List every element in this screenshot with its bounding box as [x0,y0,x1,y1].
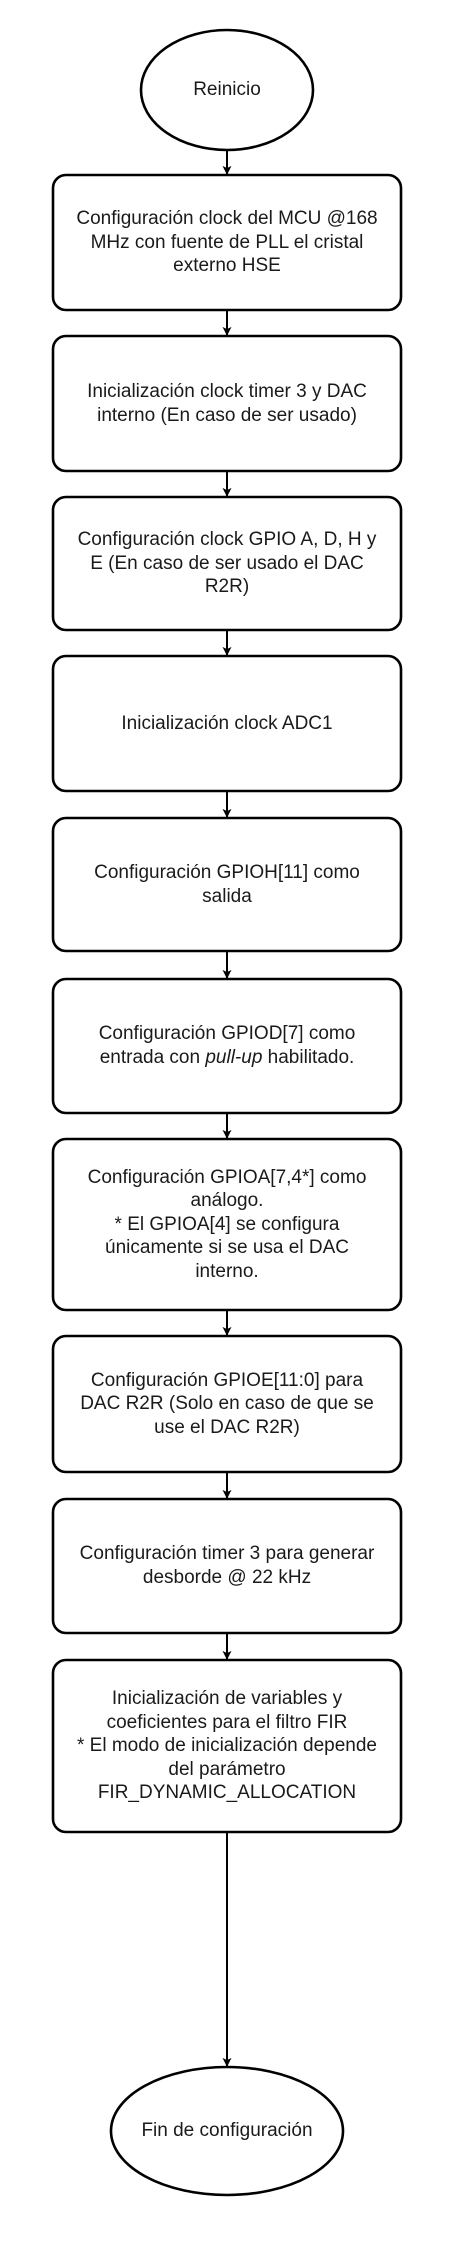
start-terminator-label: Reinicio [141,30,313,150]
end-terminator-shape [109,2065,345,2197]
process-label-6-line: Configuración GPIOD[7] como [98,1023,356,1045]
process-label-2-line: interno (En caso de ser usado) [97,404,357,426]
start-terminator-label-text: Reinicio [193,78,261,102]
process-box-2 [51,334,403,473]
process-box-10 [51,1658,403,1834]
process-label-10-line: * El modo de inicialización depende [77,1735,377,1757]
process-label-8-line: Configuración GPIOE[11:0] para [90,1369,364,1391]
end-terminator-label-line: Fin de configuración [141,2120,313,2142]
process-label-4-line: Inicialización clock ADC1 [121,712,333,734]
process-label-2-line: Inicialización clock timer 3 y DAC [87,380,367,402]
process-label-6-line-emphasis: pull-up [205,1047,263,1068]
process-box-9 [51,1497,403,1635]
process-box-6 [51,977,403,1115]
process-label-3-line: Configuración clock GPIO A, D, H y [77,529,377,551]
process-label-7-line: análogo. [190,1190,264,1212]
process-label-7-line: * El GPIOA[4] se configura [114,1213,340,1235]
process-label-10-line: coeficientes para el filtro FIR [106,1711,348,1733]
process-label-10-line: FIR_DYNAMIC_ALLOCATION [97,1782,357,1804]
process-label-10-line: Inicialización de variables y [111,1688,343,1710]
process-label-3-line: E (En caso de ser usado el DAC [90,552,364,574]
process-label-9-line: desborde @ 22 kHz [142,1567,312,1588]
shapes [51,28,403,2197]
process-label-4: Inicialización clock ADC1 [53,656,401,791]
process-label-8-line: DAC R2R (Solo en caso de que se [80,1393,374,1415]
process-label-1-line: externo HSE [173,255,281,277]
process-box-5 [51,816,403,953]
process-label-5-line: salida [202,885,252,907]
process-label-8-line: use el DAC R2R) [154,1416,300,1438]
process-label-7-line: interno. [195,1260,259,1282]
end-terminator-label: Fin de configuración [111,2067,343,2195]
process-box-3 [51,495,403,632]
process-box-1 [51,173,403,312]
process-label-6-line-pre: entrada con [99,1047,206,1068]
process-label-5-line: Configuración GPIOH[11] como [94,861,360,883]
process-box-7 [51,1137,403,1312]
process-label-4-text: Inicialización clock ADC1 [121,712,332,736]
process-label-1-line: MHz con fuente de PLL el cristal [90,231,364,253]
process-label-7-line: Configuración GPIOA[7,4*] como [87,1166,367,1188]
process-label-6-line-post: habilitado. [262,1047,355,1068]
start-terminator-label-line: Reinicio [193,79,261,101]
process-label-6-line: entrada con pull-up habilitado. [99,1046,356,1070]
process-label-9-line: Configuración timer 3 para generar [79,1543,375,1565]
process-box-8 [51,1334,403,1474]
process-label-3-line: R2R) [204,576,250,598]
process-label-7-line: únicamente si se usa el DAC [105,1237,349,1259]
end-terminator-label-text: Fin de configuración [141,2119,312,2143]
process-label-10-line: del parámetro [168,1758,286,1780]
start-terminator-shape [139,28,315,152]
process-box-4 [51,654,403,793]
process-label-1-line: Configuración clock del MCU @168 [76,208,378,230]
